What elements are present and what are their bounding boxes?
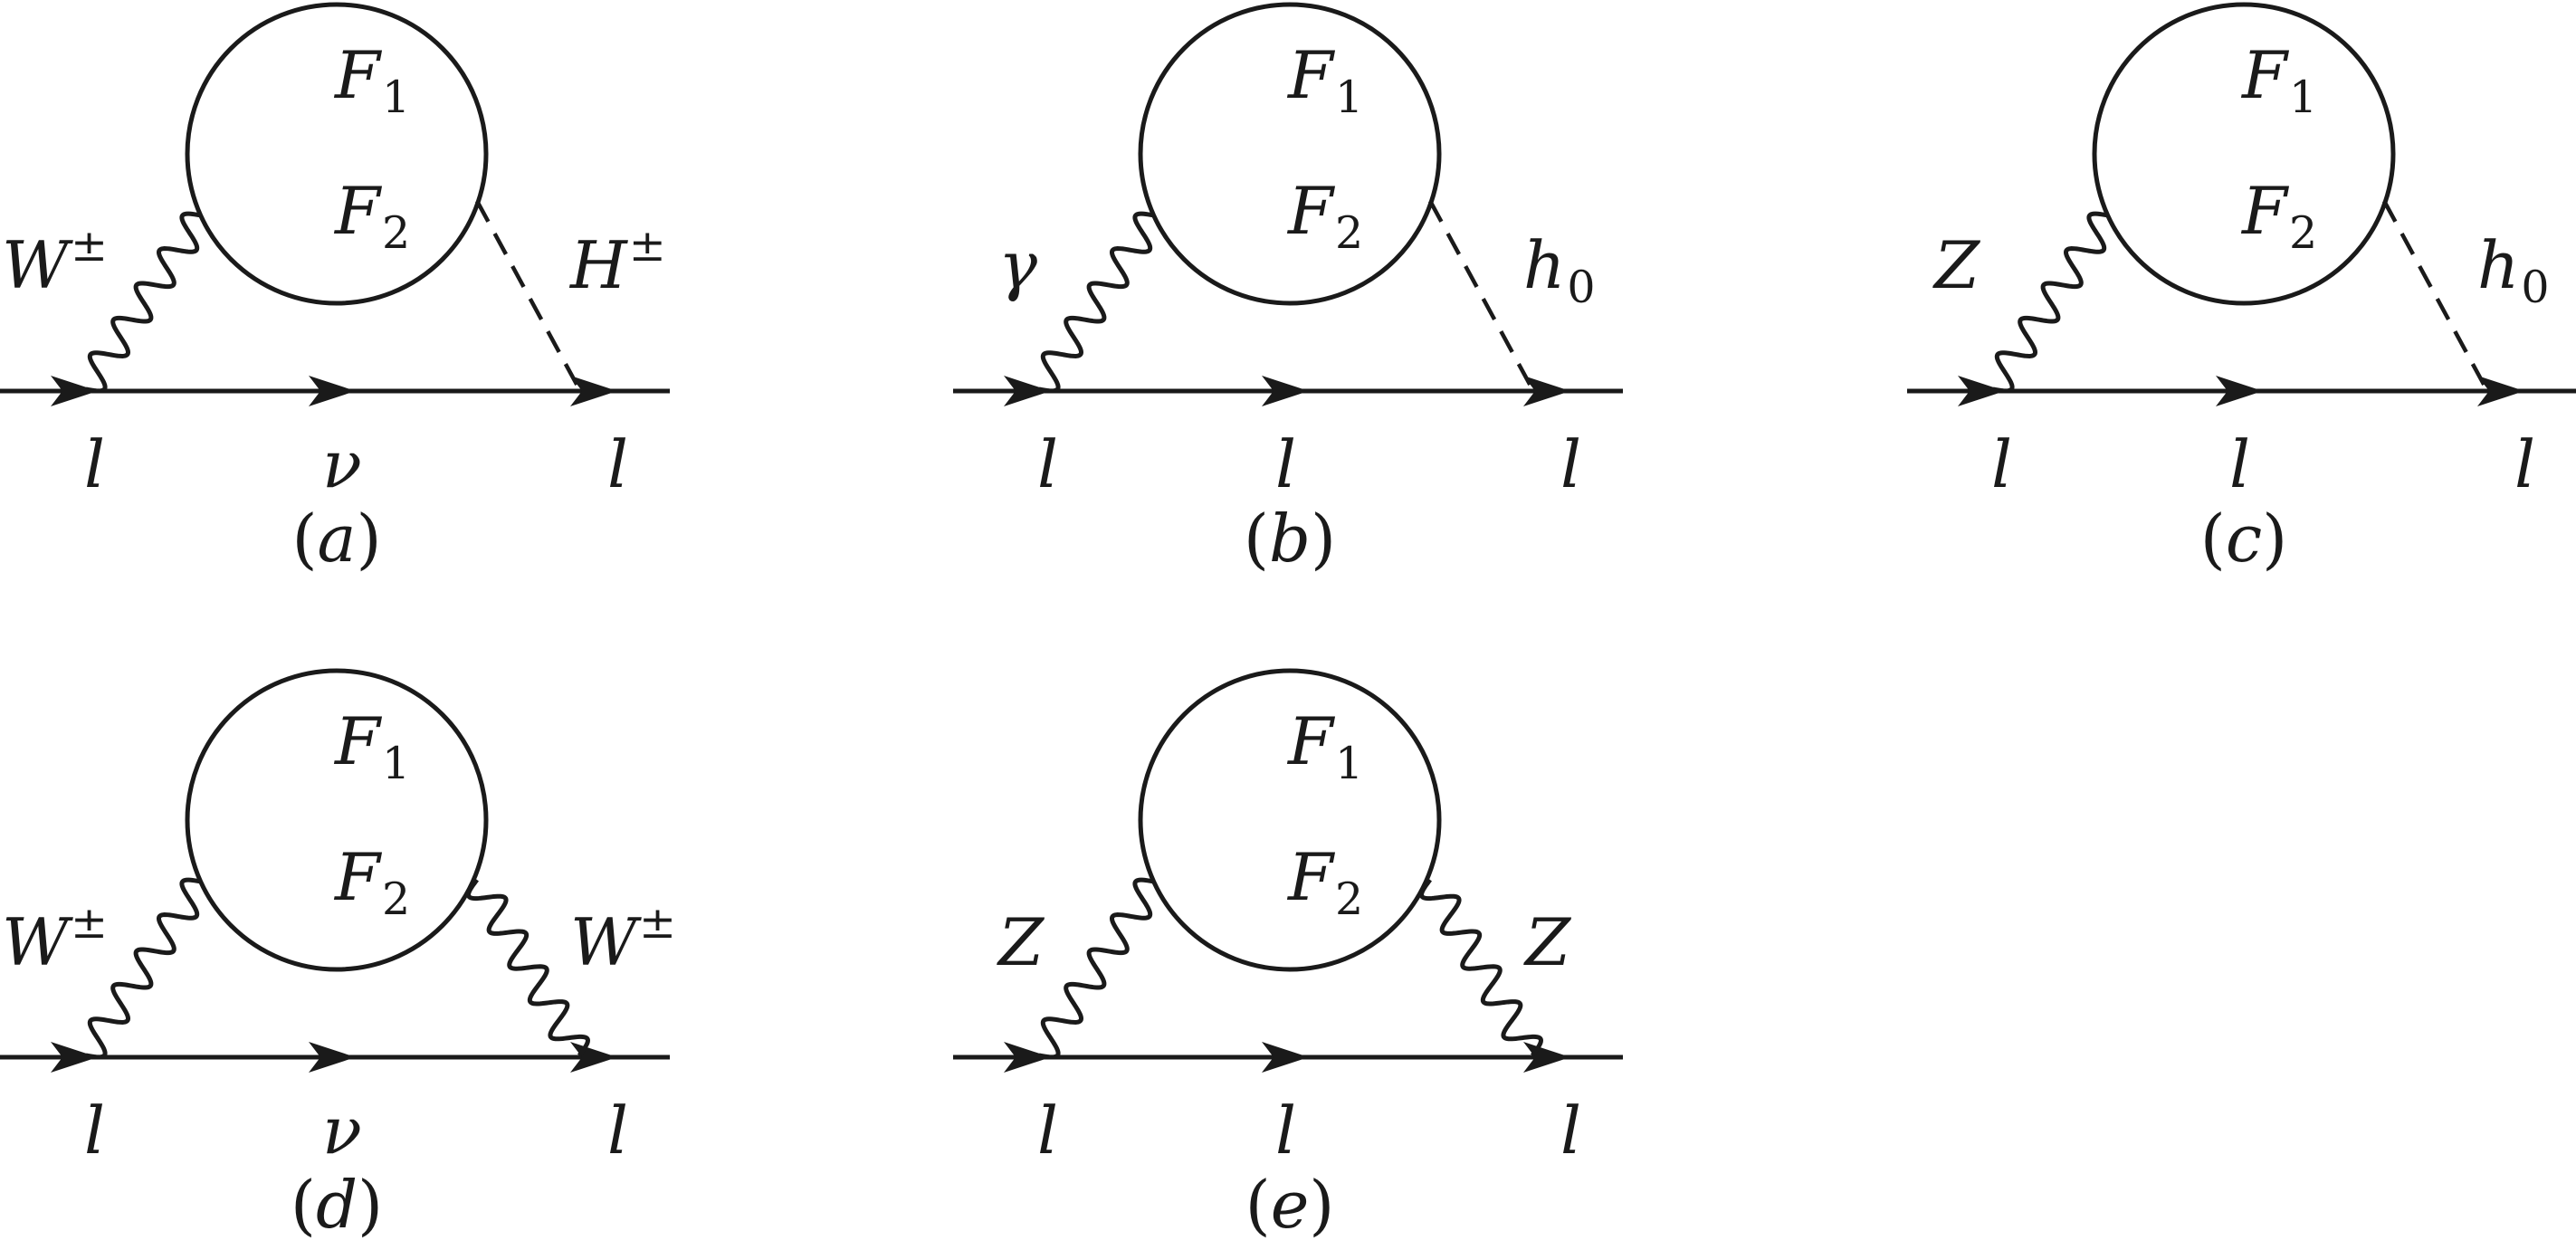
loop-label-bottom: F2 [1286,173,1363,259]
diagram-caption: (e) [1245,1167,1335,1243]
right-scalar-propagator [475,199,581,391]
right-boson-propagator [1419,878,1543,1057]
fermion-loop [185,2,489,306]
fermion-label-1: l [1037,1093,1058,1169]
fermion-loop [185,668,489,972]
fermion-arrow-middle [309,1042,356,1073]
fermion-arrow-right [2477,376,2524,406]
right-scalar-propagator [1428,199,1534,391]
fermion-arrow-right [1523,376,1570,406]
fermion-label-1: l [84,426,105,502]
fermion-arrow-middle [1262,376,1309,406]
left-boson-label: Z [1932,227,1981,303]
loop-label-top: F1 [2240,37,2317,123]
loop-label-bottom: F2 [333,839,410,925]
fermion-label-2: ν [322,426,362,502]
left-boson-label: W± [2,220,108,303]
diagram-caption: (b) [1244,501,1336,577]
loop-label-top: F1 [333,37,410,123]
fermion-label-3: l [607,426,628,502]
fermion-arrow-left [51,1042,98,1073]
fermion-arrow-left [1958,376,2005,406]
fermion-arrow-left [1004,376,1051,406]
fermion-label-2: ν [322,1093,362,1169]
fermion-arrow-middle [1262,1042,1309,1073]
fermion-loop [1138,668,1442,972]
fermion-label-3: l [1560,1093,1581,1169]
fermion-label-1: l [1037,426,1058,502]
fermion-loop [1138,2,1442,306]
diagram-caption: (c) [2200,501,2288,577]
fermion-label-1: l [1991,426,2012,502]
fermion-loop [2092,2,2396,306]
loop-label-top: F1 [1286,703,1363,789]
fermion-label-1: l [84,1093,105,1169]
left-boson-propagator [1992,211,2109,394]
right-scalar-propagator [2382,199,2488,391]
left-boson-label: Z [997,904,1045,980]
left-boson-propagator [85,877,202,1060]
loop-label-top: F1 [1286,37,1363,123]
left-boson-label: W± [2,897,108,980]
left-boson-propagator [1038,877,1155,1060]
left-boson-propagator [1038,211,1155,394]
left-boson-label: γ [998,227,1038,303]
loop-label-bottom: F2 [2240,173,2317,259]
fermion-label-3: l [2514,426,2535,502]
fermion-arrow-right [570,376,617,406]
fermion-arrow-left [51,376,98,406]
fermion-label-3: l [607,1093,628,1169]
loop-label-bottom: F2 [333,173,410,259]
fermion-label-3: l [1560,426,1581,502]
loop-label-top: F1 [333,703,410,789]
right-boson-label: Z [1523,904,1572,980]
right-boson-label: h0 [1523,227,1596,313]
right-boson-label: H± [568,220,666,303]
fermion-arrow-middle [2216,376,2263,406]
right-boson-label: h0 [2477,227,2550,313]
right-boson-propagator [466,878,590,1057]
loop-label-bottom: F2 [1286,839,1363,925]
fermion-label-2: l [2229,426,2250,502]
left-boson-propagator [85,211,202,394]
fermion-arrow-left [1004,1042,1051,1073]
fermion-arrow-middle [309,376,356,406]
right-boson-label: W± [570,897,676,980]
diagram-caption: (d) [291,1167,383,1243]
diagram-caption: (a) [291,501,381,577]
fermion-label-2: l [1275,426,1296,502]
fermion-label-2: l [1275,1093,1296,1169]
